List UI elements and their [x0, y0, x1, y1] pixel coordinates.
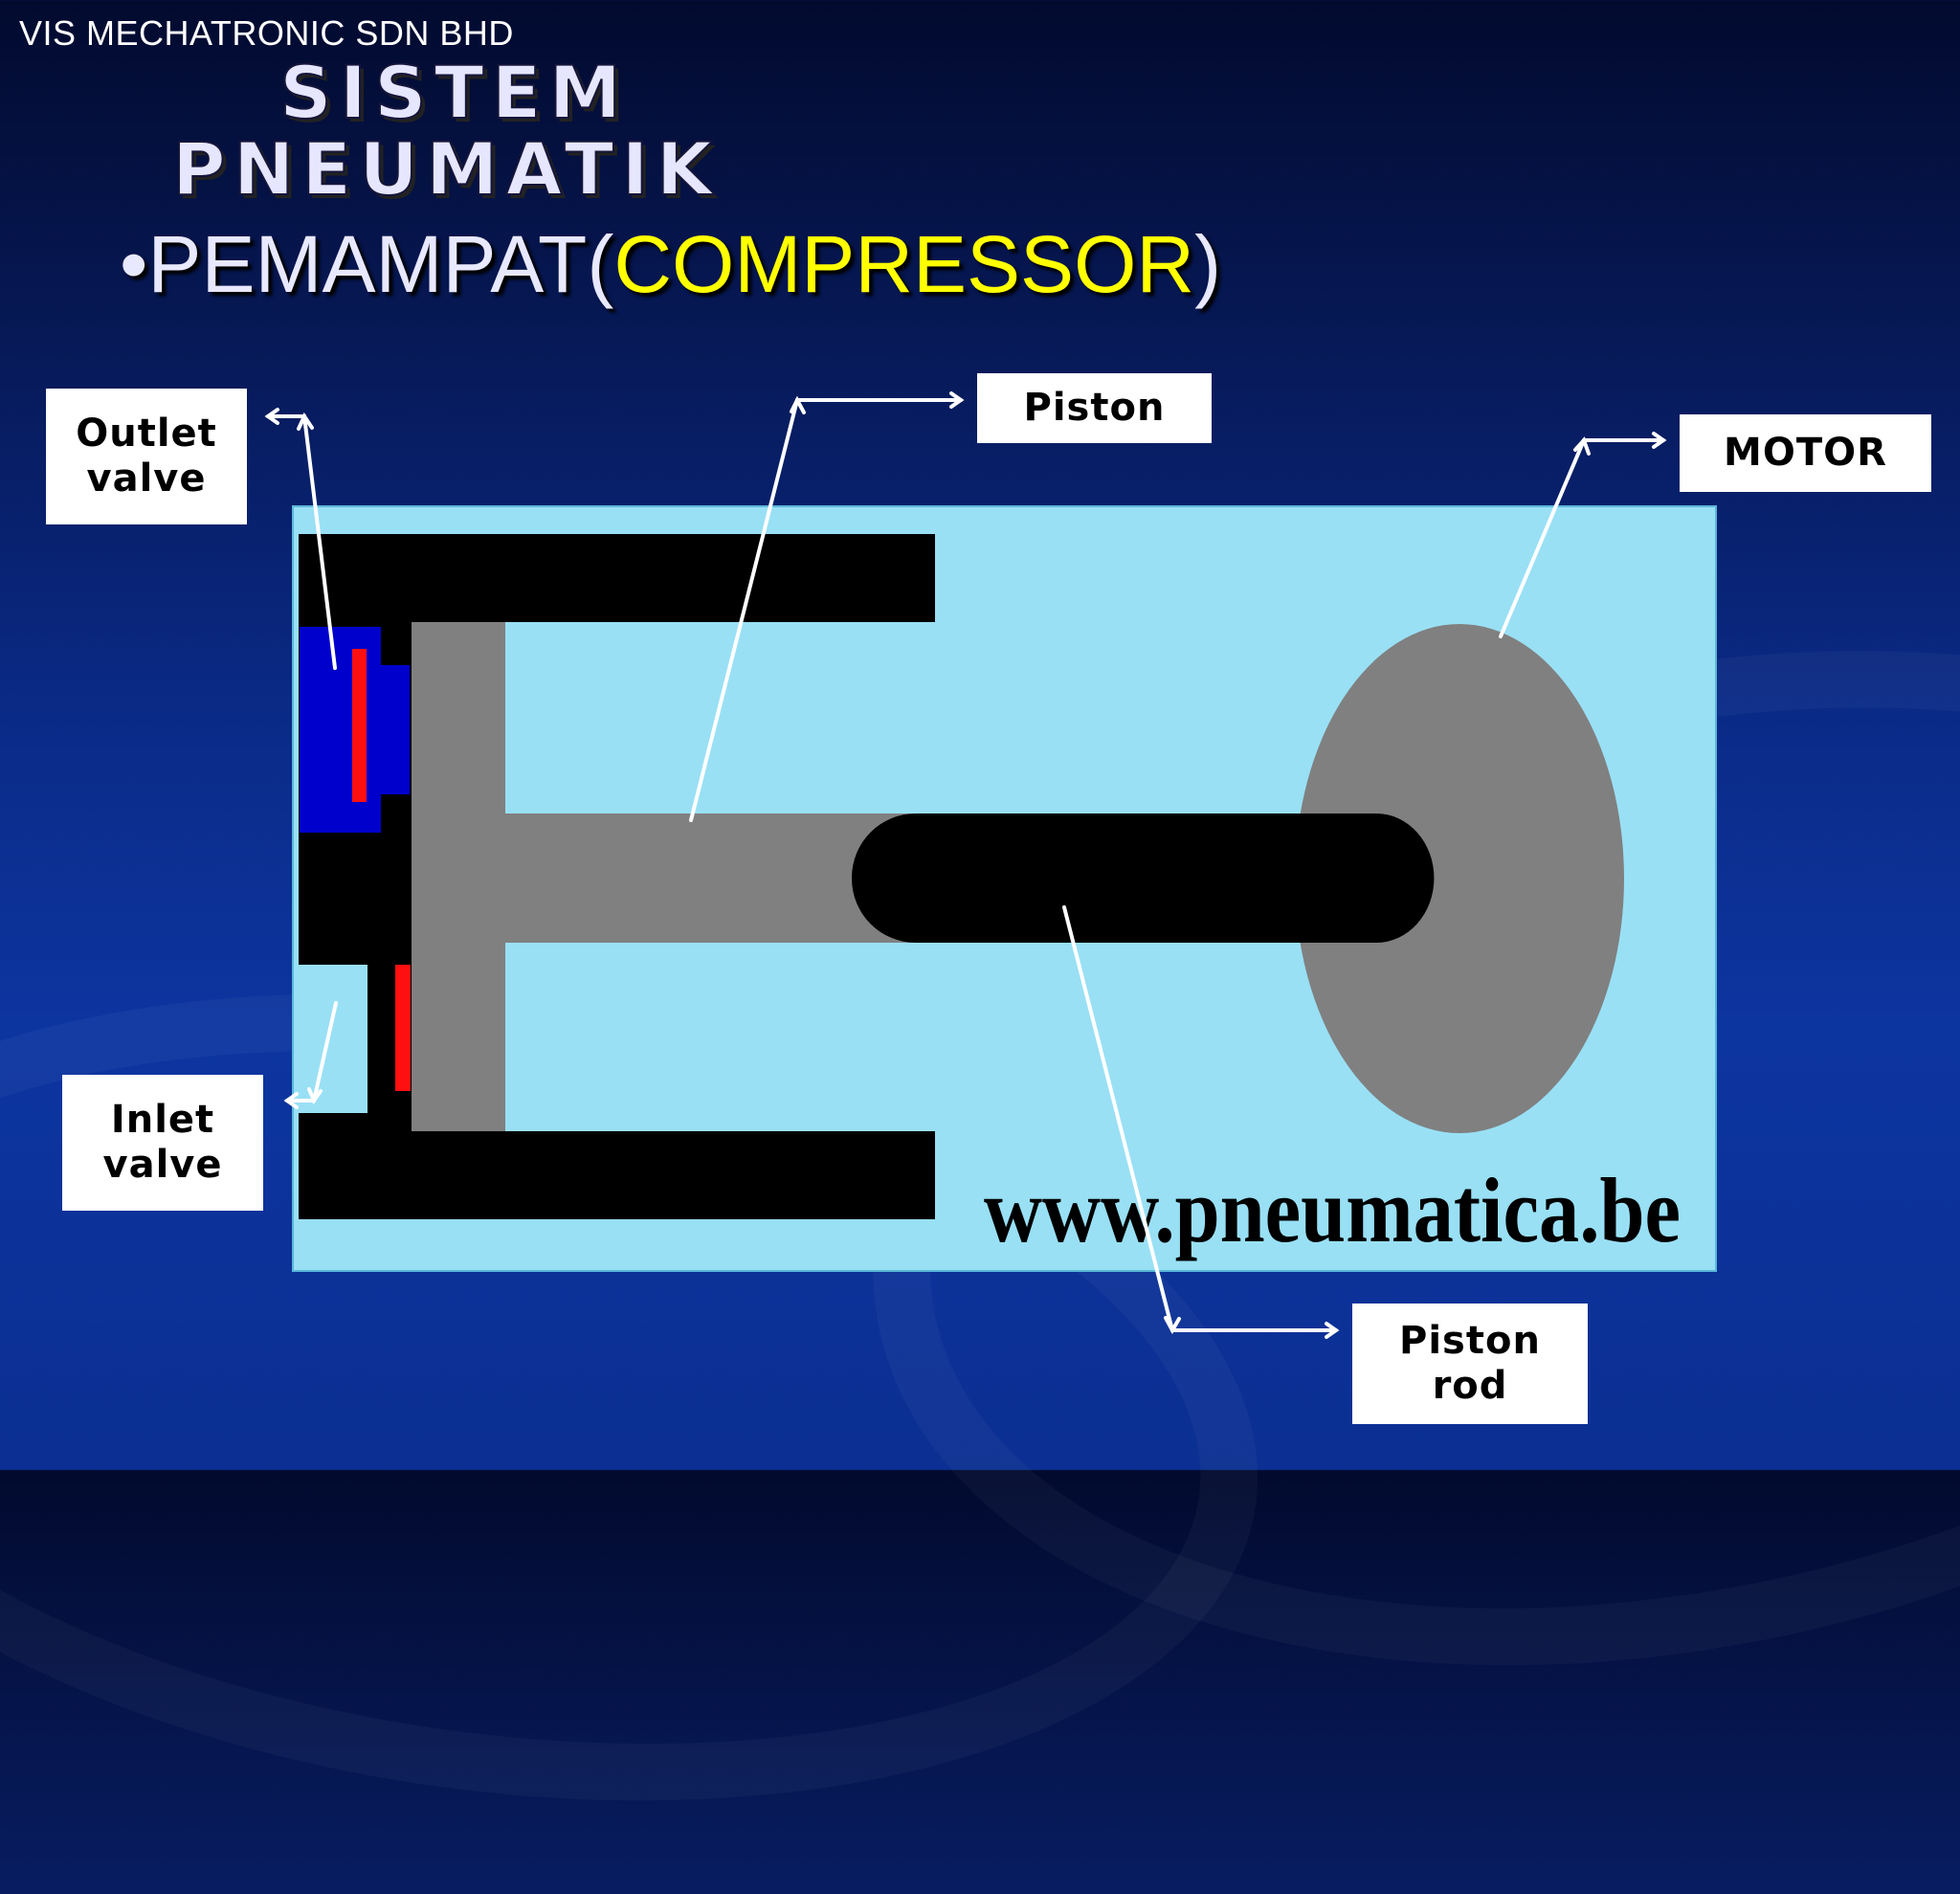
slide-title-line1: SISTEM: [278, 49, 630, 136]
inlet-valve-label: Inlet valve: [62, 1075, 263, 1211]
piston-rod-label: Piston rod: [1352, 1304, 1588, 1424]
bullet-highlight: COMPRESSOR: [613, 219, 1195, 309]
slide-title-line2: PNEUMATIK: [171, 125, 721, 212]
bullet-close: ): [1194, 219, 1222, 309]
piston-rod: [852, 813, 1376, 943]
piston-rod-pointer: [1062, 905, 1338, 1332]
piston-label: Piston: [977, 373, 1212, 443]
bullet-text: PEMAMPAT(: [147, 219, 614, 309]
bullet-symbol: •: [120, 219, 148, 309]
watermark-text: www.pneumatica.be: [984, 1159, 1681, 1261]
outlet-valve-label-line2: valve: [86, 457, 207, 501]
motor-body: [1295, 624, 1624, 1133]
outlet-valve-label-line1: Outlet: [76, 411, 217, 456]
piston-rod-label-line1: Piston: [1399, 1318, 1541, 1363]
piston-rod-label-line2: rod: [1432, 1364, 1508, 1408]
inlet-valve-label-line2: valve: [102, 1143, 223, 1187]
motor-pointer: [1499, 438, 1665, 638]
outlet-valve-label: Outlet valve: [46, 389, 247, 524]
company-name: VIS MECHATRONIC SDN BHD: [19, 13, 514, 53]
motor-label: MOTOR: [1680, 414, 1931, 492]
piston-head: [412, 622, 505, 1131]
bullet-point: •PEMAMPAT(COMPRESSOR): [120, 218, 1221, 311]
outlet-valve-reed: [352, 649, 367, 802]
inlet-valve-label-line1: Inlet: [110, 1097, 215, 1142]
inlet-valve-reed: [395, 965, 411, 1091]
piston-stem: [505, 813, 917, 943]
compressor-diagram: www.pneumatica.be: [299, 438, 1681, 1332]
